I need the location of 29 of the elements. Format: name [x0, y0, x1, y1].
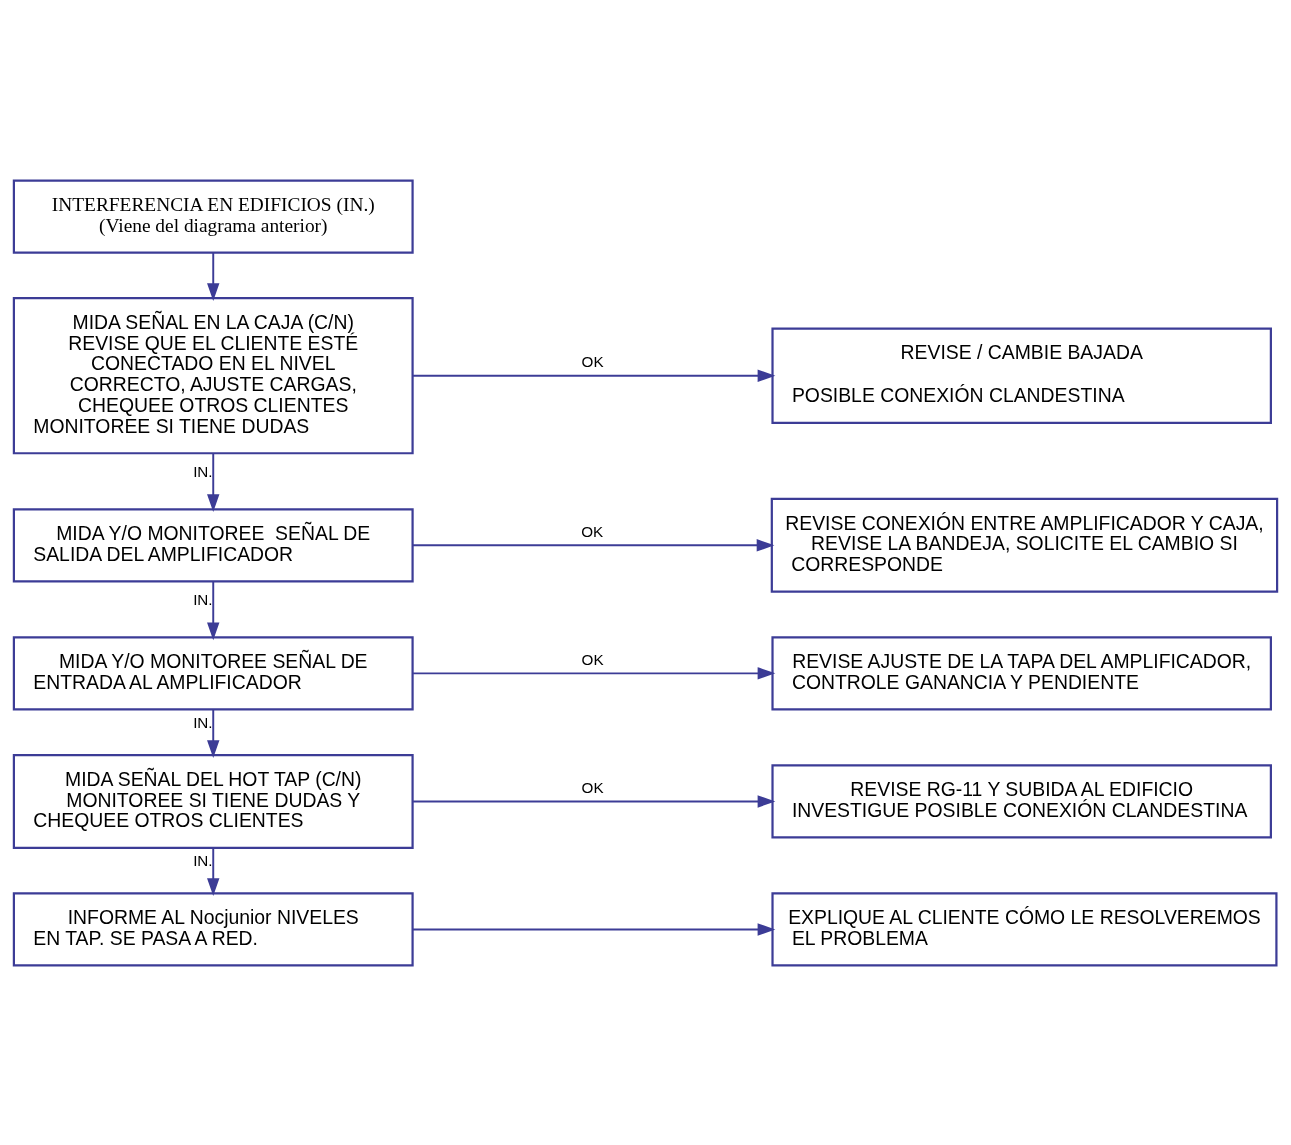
edge-label: IN. [193, 851, 213, 869]
arrow [412, 666, 776, 680]
edge-label: OK [581, 352, 604, 370]
arrow [207, 580, 220, 640]
node-box: REVISE AJUSTE DE LA TAPA DEL AMPLIFICADOR, CONTROLE GANANCIA Y PENDIENTE [771, 635, 1272, 710]
node-box: INTERFERENCIA EN EDIFICIOS (IN.) (Viene del diagrama anterior) [12, 178, 414, 254]
node-box: INFORME AL Nocjunior NIVELES EN TAP. SE PASA A RED. [12, 891, 414, 967]
arrow [207, 708, 220, 758]
arrow [412, 369, 776, 382]
node-box: MIDA SEÑAL DEL HOT TAP (C/N) MONITOREE SI TIENE DUDAS Y CHEQUEE OTROS CLIENTES [12, 753, 414, 849]
arrow [411, 922, 776, 936]
node-box: REVISE RG-11 Y SUBIDA AL EDIFICIO INVESTIGUE POSIBLE CONEXIÓN CLANDESTINA [771, 763, 1272, 838]
arrow [411, 538, 775, 552]
edge-label: OK [581, 650, 604, 668]
node-box: MIDA Y/O MONITOREE SEÑAL DE ENTRADA AL AMPLIFICADOR [12, 635, 414, 710]
arrow [207, 452, 220, 512]
edge-label: IN. [193, 462, 213, 480]
node-box: REVISE CONEXIÓN ENTRE AMPLIFICADOR Y CAJA, REVISE LA BANDEJA, SOLICITE EL CAMBIO SI CORRESPONDE [770, 497, 1279, 593]
node-box: MIDA SEÑAL EN LA CAJA (C/N) REVISE QUE EL CLIENTE ESTÉ CONECTADO EN EL NIVEL CORRECTO, AJUSTE CARGAS, CHEQUEE OTROS CLIENTES MONITOREE SI TIENE DUDAS [12, 296, 414, 454]
edge-label: OK [581, 778, 604, 796]
arrow [207, 251, 220, 301]
edge-label: IN. [193, 590, 213, 608]
node-box: REVISE / CAMBIE BAJADA POSIBLE CONEXIÓN CLANDESTINA [771, 327, 1272, 424]
node-box: EXPLIQUE AL CLIENTE CÓMO LE RESOLVEREMOS EL PROBLEMA [771, 891, 1278, 967]
arrow [207, 846, 220, 896]
arrow [412, 794, 776, 808]
node-box: MIDA Y/O MONITOREE SEÑAL DE SALIDA DEL AMPLIFICADOR [12, 507, 414, 582]
edge-label: OK [581, 522, 604, 540]
edge-label: IN. [193, 713, 213, 731]
